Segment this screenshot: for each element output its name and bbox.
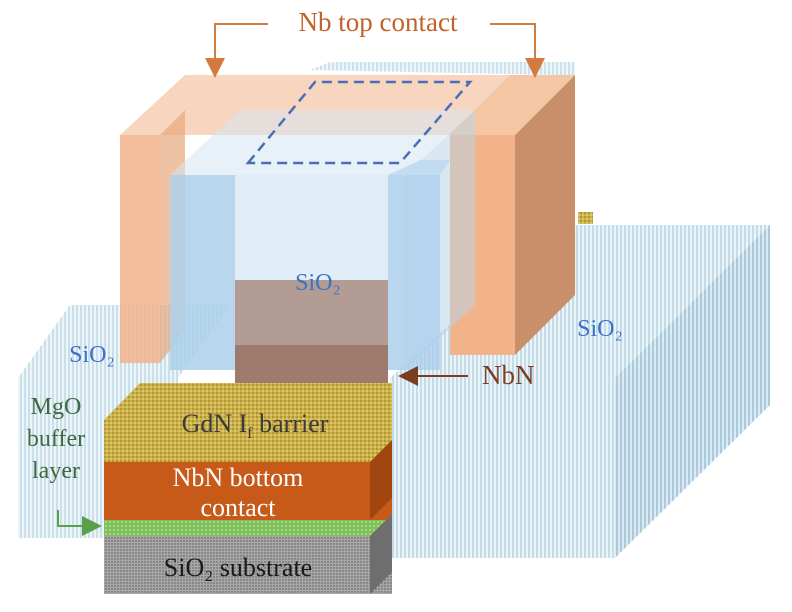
substrate-label: SiO₂ substrate bbox=[164, 553, 312, 582]
nbn-core bbox=[235, 280, 388, 383]
gdn-barrier-layer bbox=[104, 383, 392, 462]
nbn-bottom-label-line1: NbN bottom bbox=[173, 463, 304, 492]
mgo-arrow bbox=[57, 510, 102, 536]
gdn-barrier-label: GdN If barrier bbox=[182, 409, 329, 442]
nbn-label: NbN bbox=[482, 360, 535, 390]
gold-tab bbox=[578, 212, 593, 224]
nb-top-contact-arrow-left bbox=[205, 23, 268, 78]
sio2-left-label: SiO₂ bbox=[69, 342, 115, 368]
mgo-buffer-layer bbox=[104, 520, 392, 536]
nbn-bottom-contact-layer bbox=[104, 440, 392, 520]
mgo-label-line2: buffer bbox=[27, 426, 85, 452]
sio2-substrate-layer bbox=[104, 514, 392, 594]
nb-top-contact-label: Nb top contact bbox=[299, 7, 458, 37]
dashed-junction-outline bbox=[245, 80, 473, 165]
nbn-bottom-label-line2: contact bbox=[200, 493, 276, 522]
mgo-label-line1: MgO bbox=[31, 394, 82, 420]
mgo-label-line3: layer bbox=[32, 458, 80, 484]
sio2-right-label: SiO₂ bbox=[577, 316, 623, 342]
sio2-center-label: SiO₂ bbox=[295, 270, 341, 296]
nb-top-contact-arrow-right bbox=[490, 23, 545, 78]
